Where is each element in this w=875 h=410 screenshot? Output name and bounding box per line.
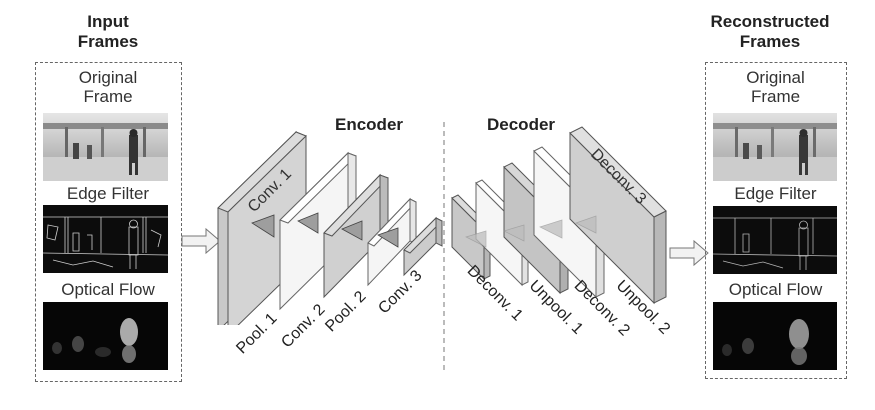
output-arrow-icon (669, 239, 709, 267)
encoder-blocks: Conv. 1 (217, 130, 443, 325)
encoder-title: Encoder (335, 115, 404, 134)
conv2-block (323, 173, 389, 299)
input-edge-filter-image (43, 205, 168, 273)
input-title-line2: Frames (77, 32, 139, 51)
input-label-original: Original Frame (78, 68, 138, 106)
input-optical-flow-image (43, 302, 168, 370)
output-label-flow: Optical Flow (728, 280, 823, 299)
input-arrow-icon (181, 227, 221, 255)
input-original-frame-image (43, 113, 168, 181)
output-edge-filter-image (713, 206, 837, 274)
input-label-edge: Edge Filter (66, 184, 150, 203)
output-title-line1: Reconstructed (710, 12, 830, 31)
output-frames-title: Reconstructed Frames (695, 12, 845, 52)
input-frames-box (35, 62, 182, 382)
encoder-decoder-divider (443, 122, 445, 372)
kernel-icons (251, 212, 399, 248)
output-frames-box (705, 62, 847, 379)
decoder-blocks: Deconv. 3 (451, 126, 667, 305)
output-title-line2: Frames (739, 32, 801, 51)
decoder-title: Decoder (487, 115, 556, 134)
output-original-frame-image (713, 113, 837, 181)
conv3-block (403, 216, 443, 277)
input-label-flow: Optical Flow (61, 280, 155, 299)
output-optical-flow-image (713, 302, 837, 370)
output-label-edge: Edge Filter (734, 184, 817, 203)
input-title-line1: Input (87, 12, 129, 31)
output-label-original: Original Frame (746, 68, 805, 106)
input-frames-title: Input Frames (48, 12, 168, 52)
decoder-kernel-icons (465, 215, 597, 248)
